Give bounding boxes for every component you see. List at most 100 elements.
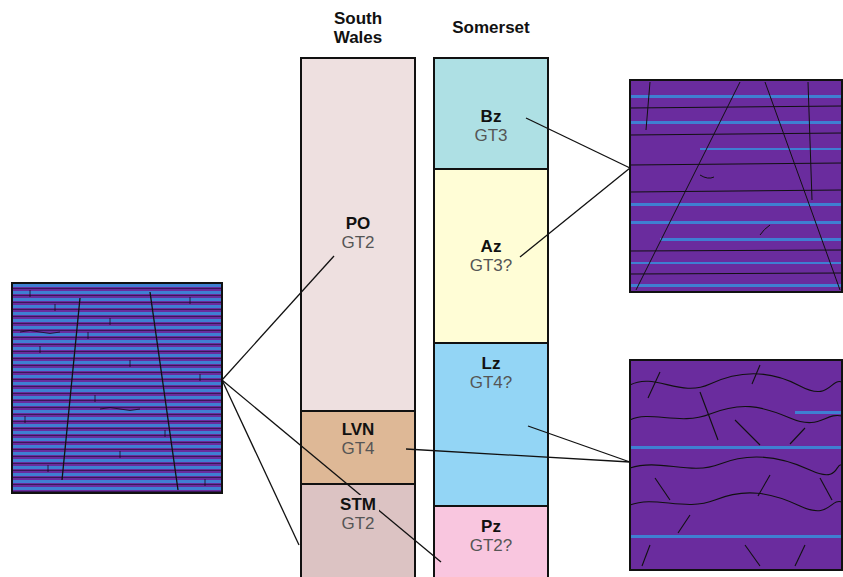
stratigraphic-unit: BzGT3 (433, 57, 549, 170)
group-type: GT2? (467, 536, 516, 555)
rock-texture (25, 416, 26, 423)
rock-texture (130, 360, 131, 367)
rock-texture (630, 446, 842, 449)
rock-texture (752, 365, 760, 384)
stratigraphic-unit: LzGT4? (433, 342, 549, 507)
stratigraphic-unit: PzGT2? (433, 505, 549, 577)
rock-texture (745, 545, 760, 566)
column-heading: South Wales (313, 9, 403, 47)
rock-texture (630, 190, 842, 192)
stratigraphic-unit: AzGT3? (433, 168, 549, 344)
rock-texture (630, 106, 842, 108)
group-type: GT2 (338, 233, 377, 252)
rock-texture (110, 318, 111, 325)
unit-code: Lz (479, 354, 504, 373)
rock-texture (205, 479, 206, 486)
unit-code: Az (478, 237, 505, 256)
rock-texture (48, 465, 49, 472)
rock-texture (630, 365, 842, 566)
rock-texture (820, 478, 832, 500)
rock-texture (655, 478, 670, 500)
stratigraphic-unit: LVNGT4 (300, 410, 416, 485)
rock-texture (636, 82, 740, 290)
rock-texture (660, 238, 842, 241)
rock-texture (630, 221, 842, 224)
rock-texture (630, 203, 842, 206)
rock-texture (700, 148, 842, 150)
rock-texture (30, 290, 31, 297)
rock-texture (120, 451, 121, 458)
rock-texture (630, 80, 842, 292)
group-type: GT3? (467, 256, 516, 275)
rock-texture (790, 428, 805, 444)
rock-texture (700, 392, 718, 440)
rock-texture (630, 457, 842, 475)
rock-texture (12, 283, 222, 493)
rock-texture (40, 346, 41, 353)
unit-code: LVN (339, 420, 378, 439)
rock-texture (630, 535, 842, 538)
strata-thick-bedded (630, 80, 842, 292)
unit-code: STM (337, 495, 379, 514)
leader-line (520, 168, 630, 257)
rock-texture (642, 545, 650, 566)
strata-thin-bedded (12, 283, 222, 493)
rock-texture (630, 163, 842, 165)
rock-texture (795, 411, 842, 414)
rock-texture (795, 545, 805, 566)
leader-line (528, 426, 630, 462)
rock-texture (55, 304, 56, 311)
group-type: GT4 (338, 439, 377, 458)
rock-texture (630, 80, 842, 292)
rock-texture (630, 360, 842, 570)
column-heading: Somerset (441, 18, 541, 37)
leader-line (526, 118, 630, 168)
rock-texture (678, 515, 690, 533)
group-type: GT3 (471, 126, 510, 145)
rock-texture (20, 331, 60, 334)
rock-texture (700, 175, 714, 178)
leader-line (222, 380, 441, 562)
rock-texture (150, 292, 178, 490)
rock-texture (808, 82, 812, 200)
rock-texture (758, 475, 770, 496)
rock-texture (12, 283, 222, 493)
rock-texture (88, 332, 89, 339)
group-type: GT4? (467, 373, 516, 392)
stratigraphic-unit: POGT2 (300, 57, 416, 412)
rock-texture (648, 372, 660, 398)
rock-texture (630, 374, 842, 392)
rock-texture (760, 225, 770, 235)
leader-line (406, 449, 630, 462)
unit-code: PO (343, 214, 374, 233)
rock-texture (630, 95, 842, 287)
rock-texture (20, 290, 205, 486)
unit-code: Pz (478, 517, 504, 536)
leader-line (222, 380, 299, 545)
rock-texture (630, 121, 842, 124)
rock-texture (765, 82, 840, 290)
rock-texture (630, 262, 842, 264)
leader-line (222, 256, 334, 380)
strata-nodular (630, 360, 842, 570)
rock-texture (62, 298, 80, 480)
rock-texture (95, 395, 96, 402)
rock-texture (630, 493, 842, 511)
group-type: GT2 (338, 514, 377, 533)
rock-texture (630, 284, 842, 287)
rock-texture (630, 273, 842, 274)
rock-texture (190, 297, 191, 304)
rock-texture (100, 408, 140, 411)
rock-texture (646, 82, 650, 130)
rock-texture (630, 411, 842, 538)
unit-code: Bz (478, 107, 505, 126)
rock-texture (630, 95, 842, 98)
rock-texture (222, 118, 630, 562)
rock-texture (735, 420, 760, 445)
rock-texture (630, 250, 842, 251)
rock-texture (630, 360, 842, 570)
stratigraphic-unit: STMGT2 (300, 483, 416, 577)
